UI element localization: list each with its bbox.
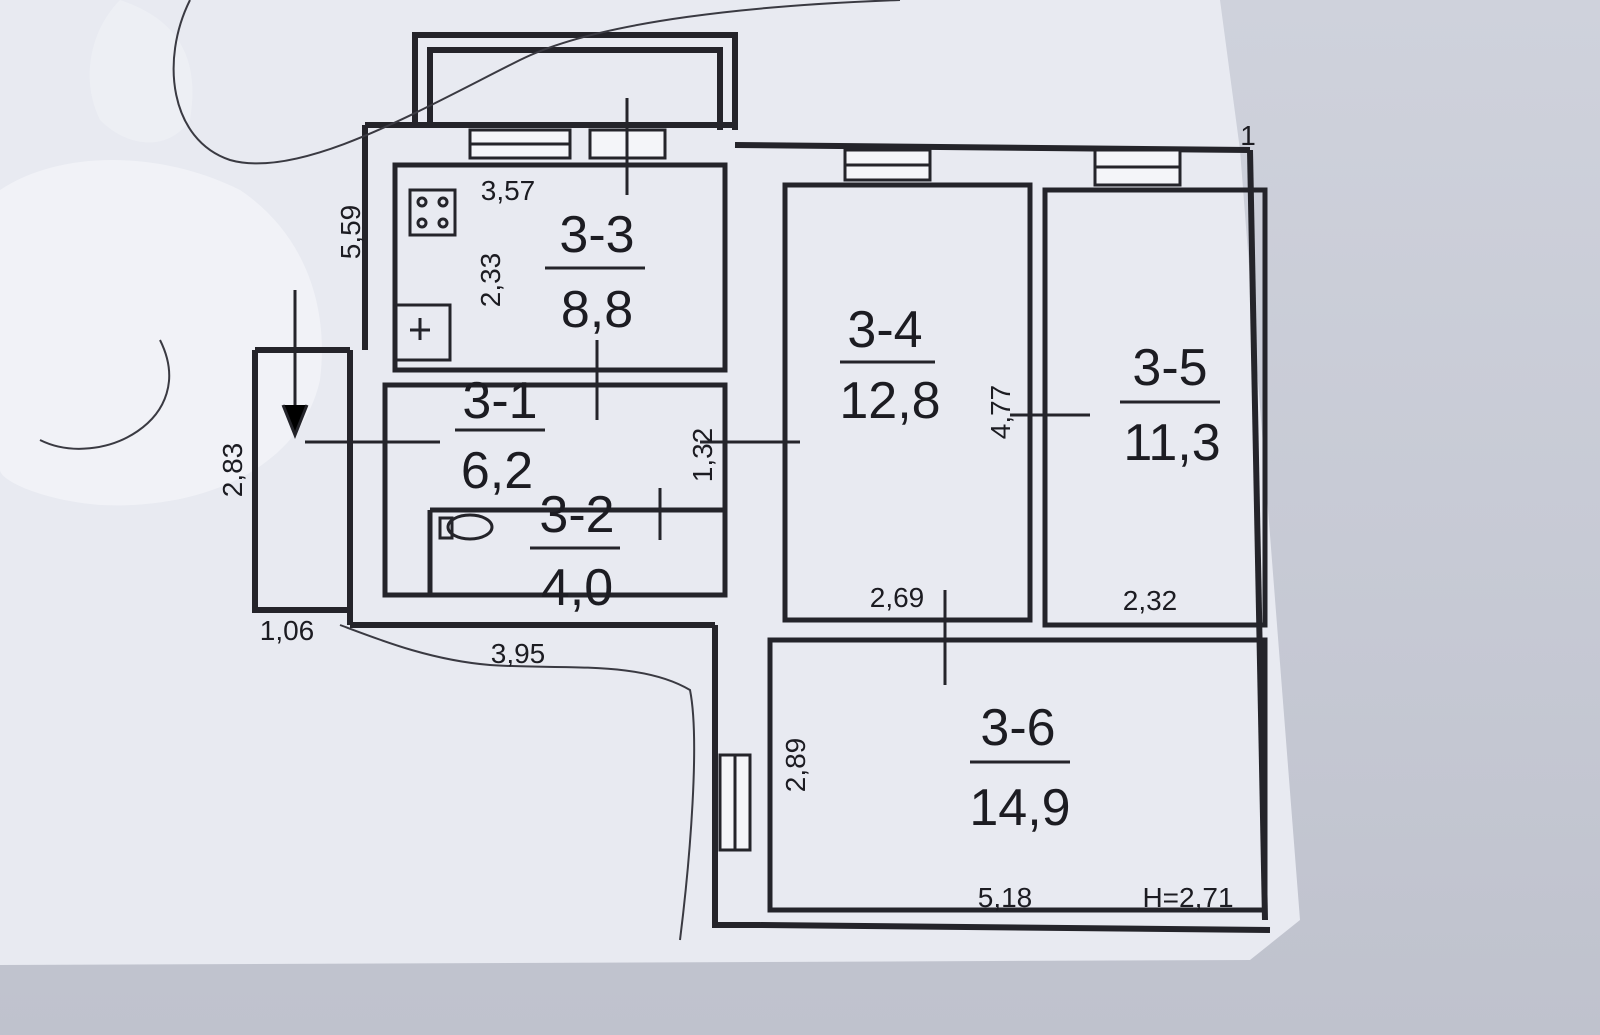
room-3-3: 3-3 8,8 — [545, 206, 645, 339]
stove-icon — [408, 188, 457, 237]
dim-balcony-left: 2,83 — [217, 443, 248, 498]
toilet-icon — [446, 513, 494, 541]
room-id: 3-3 — [559, 206, 634, 264]
room-area: 6,2 — [461, 442, 533, 500]
ceiling-height: H=2,71 — [1142, 882, 1233, 913]
paper-sheet — [0, 0, 1300, 965]
dim-room36-depth: 2,89 — [780, 738, 811, 793]
corner-mark: 1 — [1240, 120, 1256, 151]
room-id: 3-6 — [980, 699, 1055, 757]
dim-kitchen-depth: 2,33 — [475, 253, 506, 308]
outer-walls — [252, 32, 1271, 933]
room-3-1: 3-1 6,2 — [455, 372, 545, 500]
room-id: 3-2 — [539, 486, 614, 544]
room-3-2: 3-2 4,0 — [530, 486, 620, 617]
dimension-labels: 3,57 2,33 5,59 2,83 1,32 4,77 2,69 2,32 … — [217, 120, 1256, 913]
interior-walls — [382, 162, 1268, 913]
room-3-5: 3-5 11,3 — [1120, 339, 1221, 472]
dim-room34-depth: 4,77 — [985, 385, 1016, 440]
correction-blot-top — [89, 0, 193, 143]
dim-hall-length: 3,95 — [491, 638, 546, 669]
room-area: 4,0 — [541, 559, 613, 617]
room-3-4: 3-4 12,8 — [839, 301, 940, 430]
room-area: 14,9 — [969, 779, 1070, 837]
pencil-lines — [39, 0, 901, 941]
dim-room34-width: 2,69 — [870, 582, 925, 613]
fixtures — [393, 188, 494, 541]
sink-icon — [393, 303, 452, 362]
correction-blot — [0, 160, 322, 506]
dim-entrance-width: 1,06 — [260, 615, 315, 646]
dim-hall-depth: 1,32 — [687, 428, 718, 483]
room-id: 3-5 — [1132, 339, 1207, 397]
dim-room36-width: 5,18 — [978, 882, 1033, 913]
room-area: 12,8 — [839, 372, 940, 430]
dim-outer-left: 5,59 — [335, 205, 366, 260]
dim-kitchen-width: 3,57 — [481, 175, 536, 206]
room-area: 11,3 — [1123, 414, 1220, 472]
dim-room35-width: 2,32 — [1123, 585, 1178, 616]
room-3-6: 3-6 14,9 — [969, 699, 1070, 837]
room-id: 3-4 — [847, 301, 922, 359]
room-area: 8,8 — [561, 281, 633, 339]
door-markers — [281, 98, 1090, 685]
room-id: 3-1 — [462, 372, 537, 430]
